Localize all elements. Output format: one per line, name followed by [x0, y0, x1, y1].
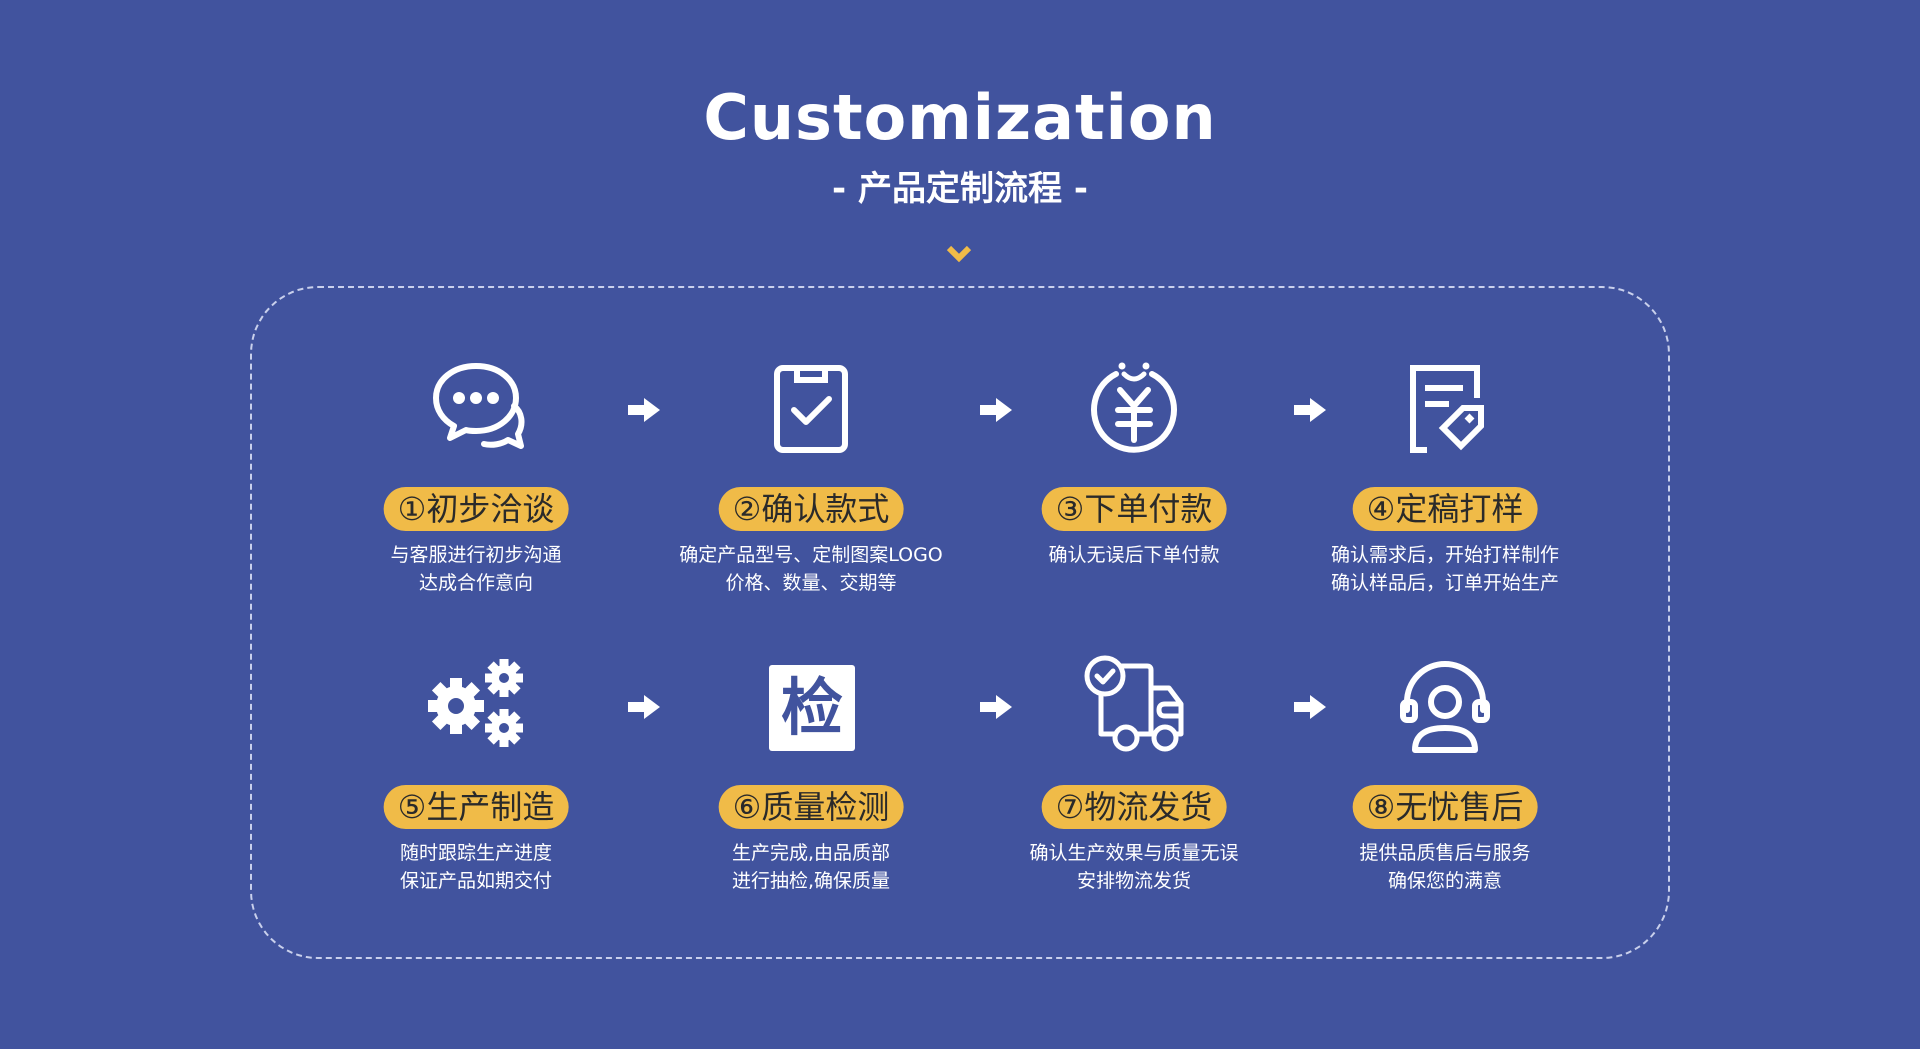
description-line: 确保您的满意 — [1387, 870, 1502, 892]
step-7-description: 确认生产效果与质量无误 安排物流发货 — [974, 839, 1294, 895]
customer-service-headset-icon — [1395, 658, 1495, 758]
description-line: 确定产品型号、定制图案LOGO — [679, 544, 943, 566]
arrow-right-icon — [980, 695, 1012, 719]
description-line: 确认生产效果与质量无误 — [1029, 842, 1239, 864]
step-5-description: 随时跟踪生产进度 保证产品如期交付 — [316, 839, 636, 895]
arrow-right-icon — [628, 398, 660, 422]
yen-coin-icon — [1084, 358, 1184, 458]
description-line: 确认无误后下单付款 — [1048, 544, 1220, 566]
step-5-title-pill: ⑤生产制造 — [383, 785, 569, 829]
step-4-title-pill: ④定稿打样 — [1352, 487, 1538, 531]
chevron-down-icon — [946, 245, 972, 263]
page-subtitle: - 产品定制流程 - — [832, 169, 1088, 209]
step-7-title-pill: ⑦物流发货 — [1041, 785, 1227, 829]
delivery-truck-icon — [1084, 654, 1184, 754]
description-line: 与客服进行初步沟通 — [390, 544, 562, 566]
description-line: 安排物流发货 — [1076, 870, 1191, 892]
inspection-icon-glyph: 检 — [769, 665, 855, 751]
step-2-title-pill: ②确认款式 — [718, 487, 904, 531]
document-tag-icon — [1395, 358, 1495, 458]
description-line: 确认需求后，开始打样制作 — [1330, 544, 1559, 566]
description-line: 达成合作意向 — [418, 572, 533, 594]
description-line: 保证产品如期交付 — [399, 870, 552, 892]
description-line: 随时跟踪生产进度 — [399, 842, 552, 864]
clipboard-check-icon — [761, 358, 861, 458]
step-8-title-pill: ⑧无忧售后 — [1352, 785, 1538, 829]
step-4-description: 确认需求后，开始打样制作 确认样品后，订单开始生产 — [1285, 541, 1605, 597]
process-frame — [250, 286, 1670, 959]
step-1-description: 与客服进行初步沟通 达成合作意向 — [316, 541, 636, 597]
description-line: 提供品质售后与服务 — [1359, 842, 1531, 864]
gears-icon — [426, 658, 526, 758]
description-line: 价格、数量、交期等 — [725, 572, 897, 594]
page-title: Customization — [703, 81, 1217, 154]
arrow-right-icon — [1294, 695, 1326, 719]
step-6-title-pill: ⑥质量检测 — [718, 785, 904, 829]
arrow-right-icon — [980, 398, 1012, 422]
chat-bubbles-icon — [426, 358, 526, 458]
inspection-icon: 检 — [761, 658, 861, 758]
description-line: 进行抽检,确保质量 — [731, 870, 891, 892]
step-2-description: 确定产品型号、定制图案LOGO 价格、数量、交期等 — [651, 541, 971, 597]
step-1-title-pill: ①初步洽谈 — [383, 487, 569, 531]
description-line: 生产完成,由品质部 — [731, 842, 891, 864]
step-3-description: 确认无误后下单付款 — [974, 541, 1294, 569]
step-3-title-pill: ③下单付款 — [1041, 487, 1227, 531]
arrow-right-icon — [1294, 398, 1326, 422]
step-6-description: 生产完成,由品质部 进行抽检,确保质量 — [651, 839, 971, 895]
step-8-description: 提供品质售后与服务 确保您的满意 — [1285, 839, 1605, 895]
description-line: 确认样品后，订单开始生产 — [1330, 572, 1559, 594]
arrow-right-icon — [628, 695, 660, 719]
